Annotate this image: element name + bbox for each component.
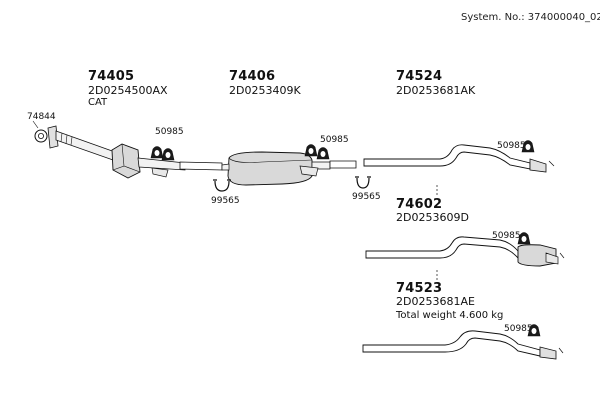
clamp-icon xyxy=(213,179,231,192)
callout-50985-c: 50985 xyxy=(497,141,526,151)
oem-number-74524: 2D0253681AK xyxy=(396,84,476,97)
rubber-hanger-icon xyxy=(150,146,175,161)
oem-number-74406: 2D0253409K xyxy=(229,84,301,97)
front-pipe-catalyst-icon xyxy=(47,125,186,179)
callout-99565-b: 99565 xyxy=(352,192,381,202)
rubber-hanger-icon xyxy=(527,324,541,337)
clamp-icon xyxy=(355,176,371,189)
oem-number-74405: 2D0254500AX xyxy=(88,84,168,97)
callout-99565-a: 99565 xyxy=(211,196,240,206)
callout-74844: 74844 xyxy=(27,112,56,122)
part-number-74405: 74405 xyxy=(88,69,135,84)
part-number-74602: 74602 xyxy=(396,197,443,212)
callout-50985-a: 50985 xyxy=(155,127,184,137)
callout-50985-b: 50985 xyxy=(320,135,349,145)
rubber-hanger-icon xyxy=(521,140,535,153)
callout-50985-e: 50985 xyxy=(504,324,533,334)
intermediate-pipe-a xyxy=(179,161,223,171)
part-number-74524: 74524 xyxy=(396,69,443,84)
rear-pipe-74524 xyxy=(363,144,531,170)
cat-label: CAT xyxy=(88,97,108,108)
system-number: System. No.: 374000040_02 xyxy=(461,12,600,23)
total-weight: Total weight 4.600 kg xyxy=(396,310,504,321)
part-number-74406: 74406 xyxy=(229,69,276,84)
rear-pipe-74523 xyxy=(362,330,541,357)
oem-number-74523: 2D0253681AE xyxy=(396,295,475,308)
centre-silencer-icon xyxy=(221,151,331,186)
tailpipe-tip-74524 xyxy=(529,158,547,173)
rubber-hanger-icon xyxy=(517,232,531,245)
tailpipe-tip-74523 xyxy=(539,346,557,360)
oem-number-74602: 2D0253609D xyxy=(396,211,469,224)
rear-silencer-74602 xyxy=(365,236,565,267)
part-number-74523: 74523 xyxy=(396,281,443,296)
flange-gasket-icon xyxy=(32,120,48,143)
callout-50985-d: 50985 xyxy=(492,231,521,241)
intermediate-pipe-b xyxy=(329,160,357,169)
